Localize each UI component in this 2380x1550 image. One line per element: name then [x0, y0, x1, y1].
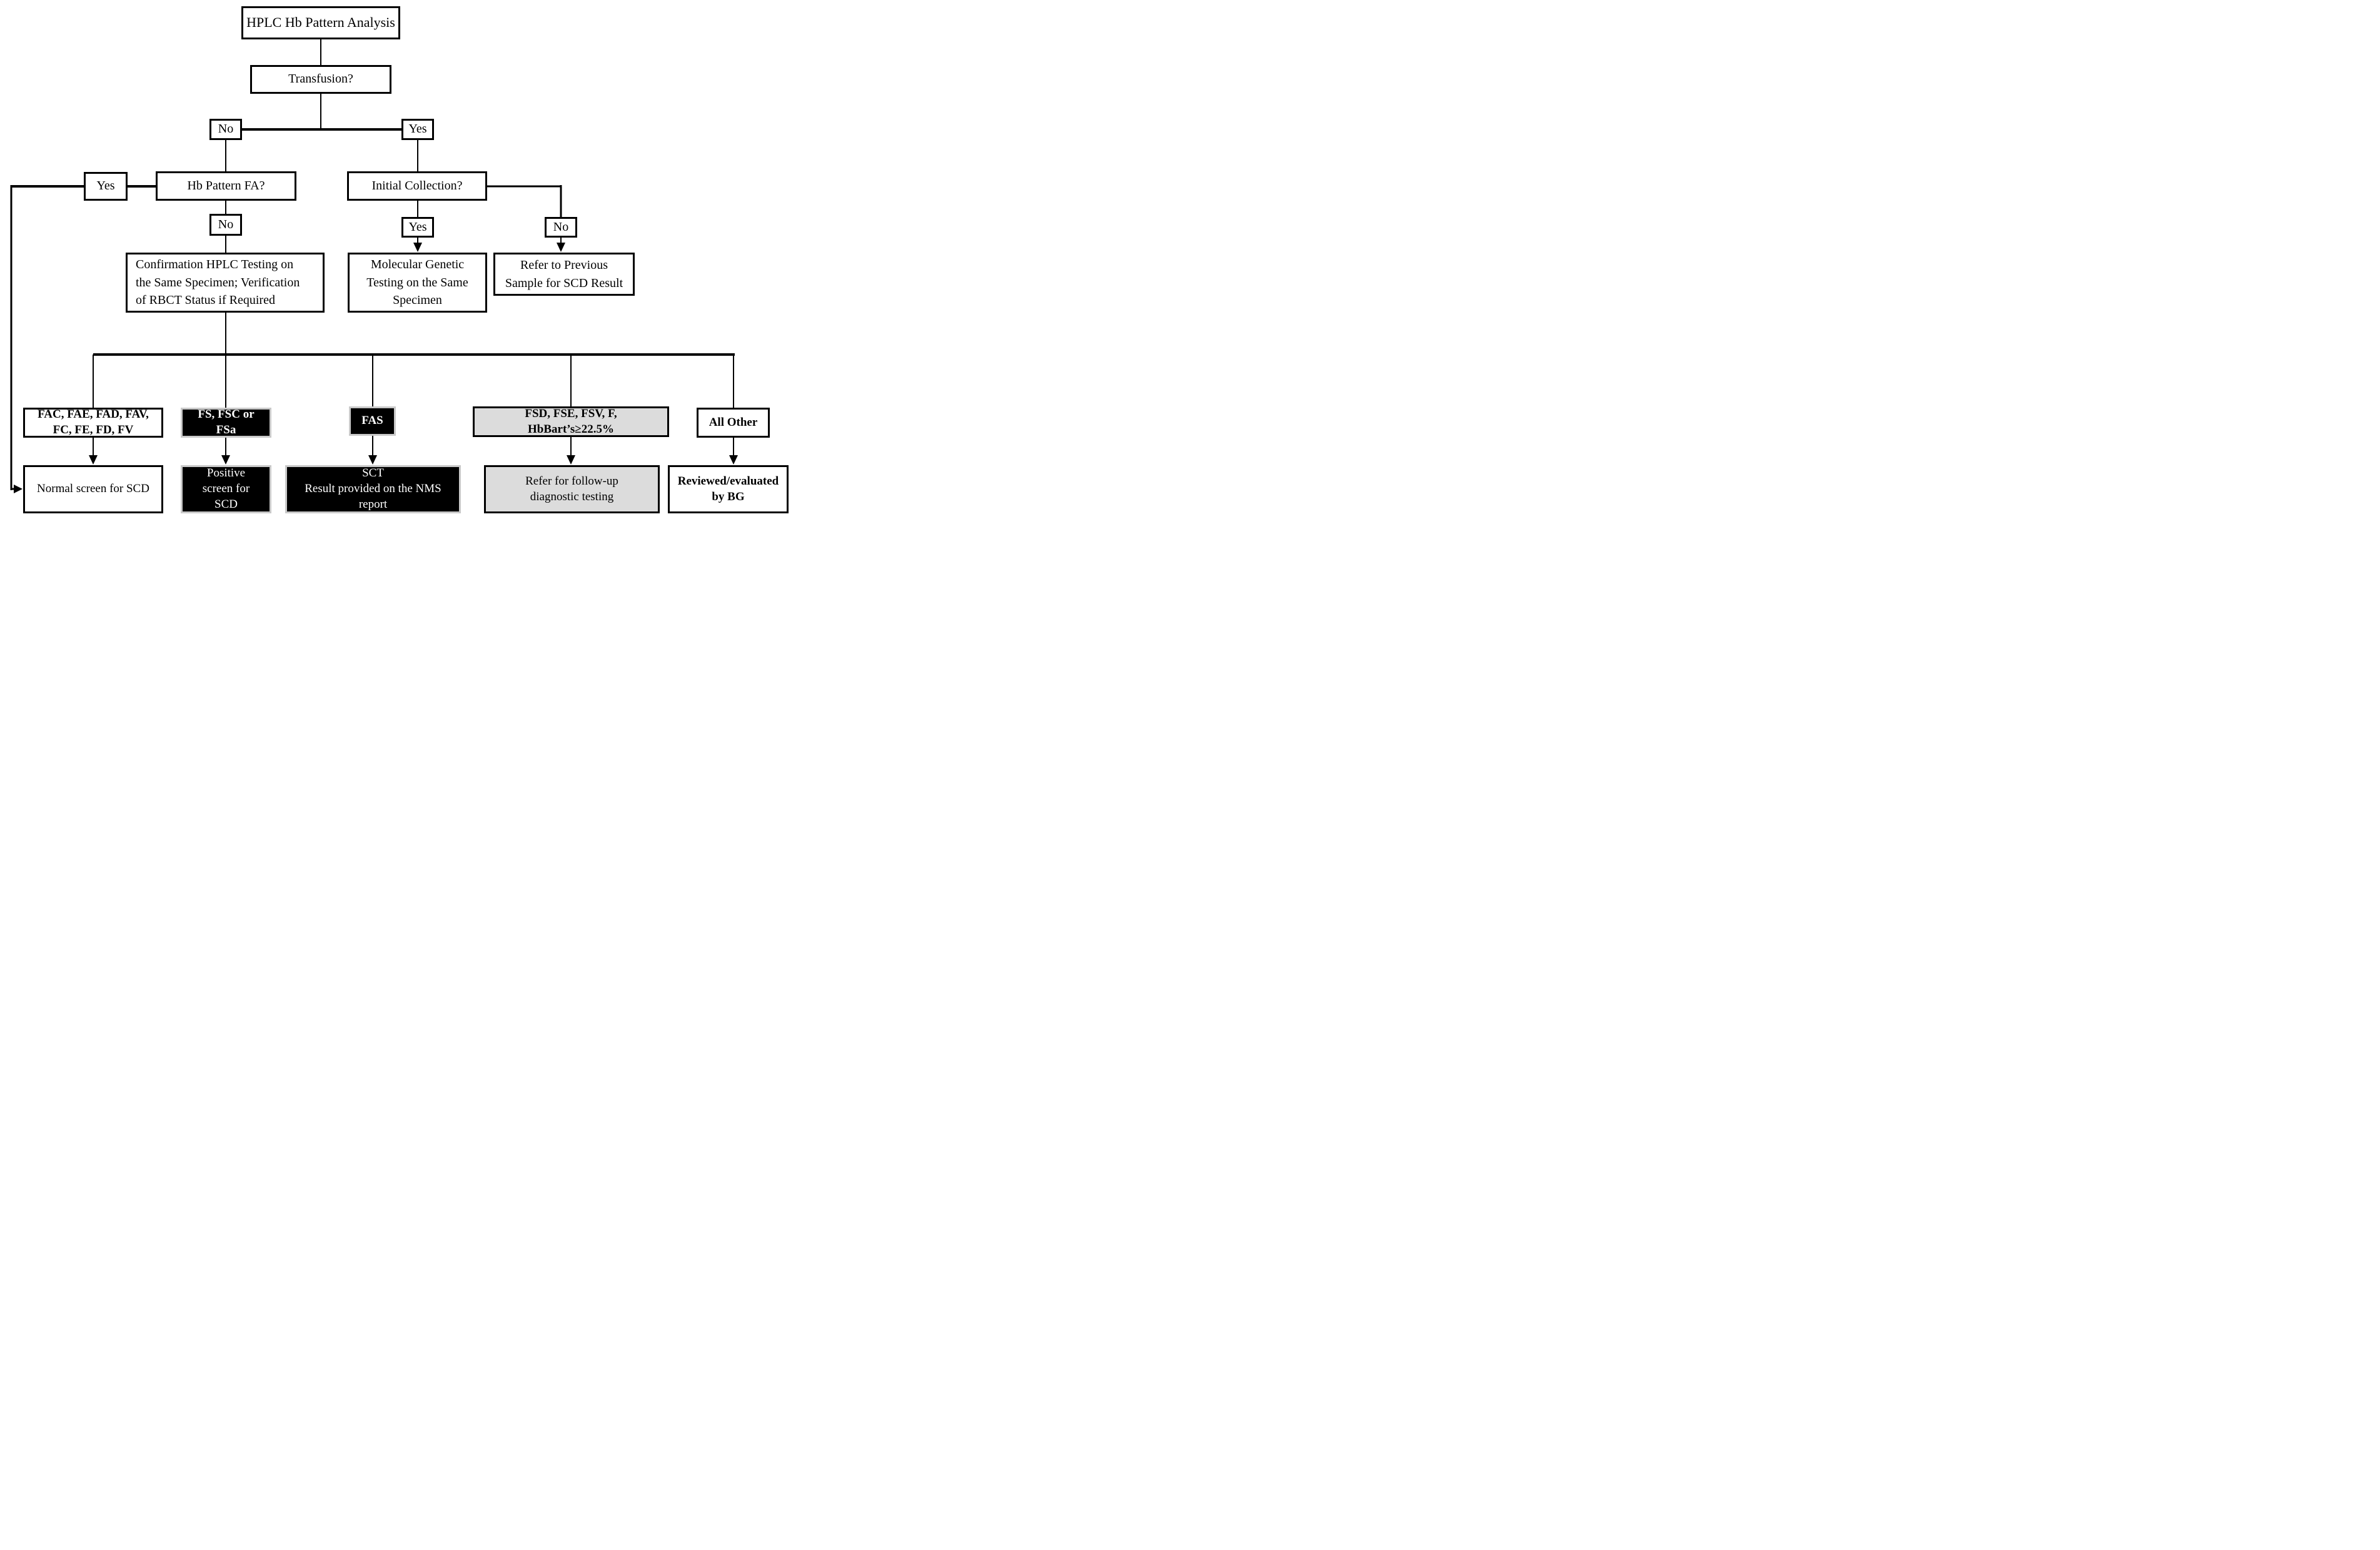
node-pattern-all-other: All Other	[697, 408, 770, 438]
node-molecular-genetic-testing: Molecular Genetic Testing on the Same Sp…	[348, 253, 487, 313]
node-outcome-positive-screen: Positive screen for SCD	[181, 465, 271, 513]
node-pattern-fs-group: FS, FSC or FSa	[181, 408, 271, 438]
flowchart: HPLC Hb Pattern Analysis Transfusion? No…	[0, 0, 794, 516]
node-confirmation-hplc-testing: Confirmation HPLC Testing on the Same Sp…	[126, 253, 325, 313]
node-transfusion: Transfusion?	[250, 65, 391, 94]
node-outcome-reviewed-bg: Reviewed/evaluated by BG	[668, 465, 789, 513]
node-transfusion-yes: Yes	[401, 119, 434, 140]
node-outcome-normal-screen: Normal screen for SCD	[23, 465, 163, 513]
node-hb-pattern-fa: Hb Pattern FA?	[156, 171, 296, 201]
node-pattern-fac-group: FAC, FAE, FAD, FAV, FC, FE, FD, FV	[23, 408, 163, 438]
node-outcome-sct-report: SCT Result provided on the NMS report	[285, 465, 461, 513]
node-transfusion-no: No	[209, 119, 242, 140]
node-pattern-fsd-group: FSD, FSE, FSV, F, HbBart’s≥22.5%	[473, 406, 669, 437]
node-hb-pattern-fa-yes: Yes	[84, 172, 128, 201]
node-initial-collection-yes: Yes	[401, 217, 434, 238]
node-pattern-fas: FAS	[349, 406, 396, 436]
node-hplc-hb-pattern-analysis: HPLC Hb Pattern Analysis	[241, 6, 400, 39]
node-initial-collection-no: No	[545, 217, 577, 238]
node-refer-previous-sample: Refer to Previous Sample for SCD Result	[493, 253, 635, 296]
node-outcome-follow-up: Refer for follow-up diagnostic testing	[484, 465, 660, 513]
node-hb-pattern-fa-no: No	[209, 214, 242, 236]
node-initial-collection: Initial Collection?	[347, 171, 487, 201]
